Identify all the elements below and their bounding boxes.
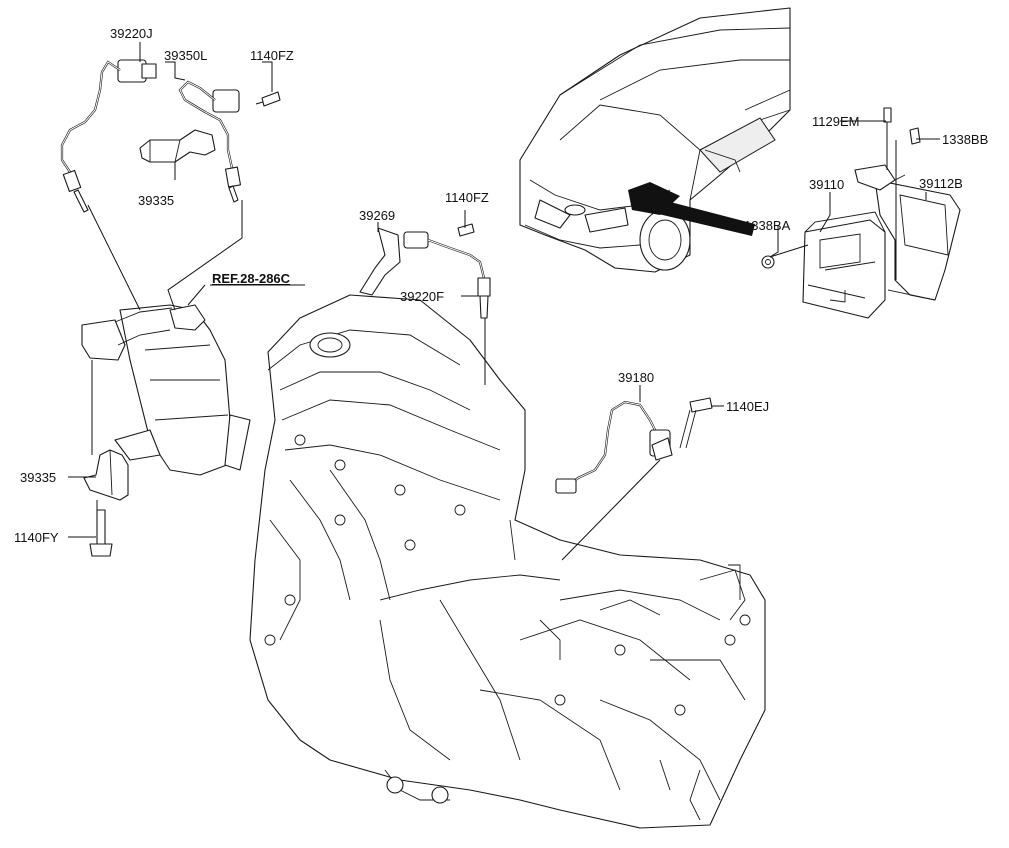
bracket-39269 (359, 227, 401, 296)
bracket-39335-top (139, 129, 216, 163)
label-1140FY: 1140FY (14, 530, 59, 545)
catalytic-converter (81, 304, 251, 476)
label-1129EM: 1129EM (812, 114, 859, 129)
label-39335-bottom: 39335 (20, 470, 56, 485)
vehicle-illustration (519, 7, 791, 273)
engine-transmission (249, 294, 766, 829)
leader-lines (68, 42, 940, 561)
sensor-39350L (178, 80, 281, 203)
bolt-1140FY (89, 509, 113, 557)
label-1140EJ: 1140EJ (726, 399, 769, 414)
label-39180: 39180 (618, 370, 654, 385)
label-39350L: 39350L (164, 48, 207, 63)
label-1140FZ-top: 1140FZ (250, 48, 294, 63)
label-1140FZ-mid: 1140FZ (445, 190, 489, 205)
label-39110: 39110 (809, 177, 844, 192)
part-labels: 39220J 39350L 1140FZ 39335 REF.28-286C 3… (14, 26, 988, 545)
sensor-39220F (403, 223, 491, 319)
label-1338BB: 1338BB (942, 132, 988, 147)
label-39112B: 39112B (919, 176, 963, 191)
label-39220F: 39220F (400, 289, 444, 304)
ecu-assembly (761, 107, 961, 319)
label-39220J: 39220J (110, 26, 153, 41)
label-39335-top: 39335 (138, 193, 174, 208)
label-39269: 39269 (359, 208, 395, 223)
sensor-39180 (555, 397, 713, 494)
bracket-39335-bottom (83, 449, 129, 501)
label-1338BA: 1338BA (744, 218, 791, 233)
sensor-39220J (60, 59, 157, 213)
label-ref-28-286C: REF.28-286C (212, 271, 291, 286)
